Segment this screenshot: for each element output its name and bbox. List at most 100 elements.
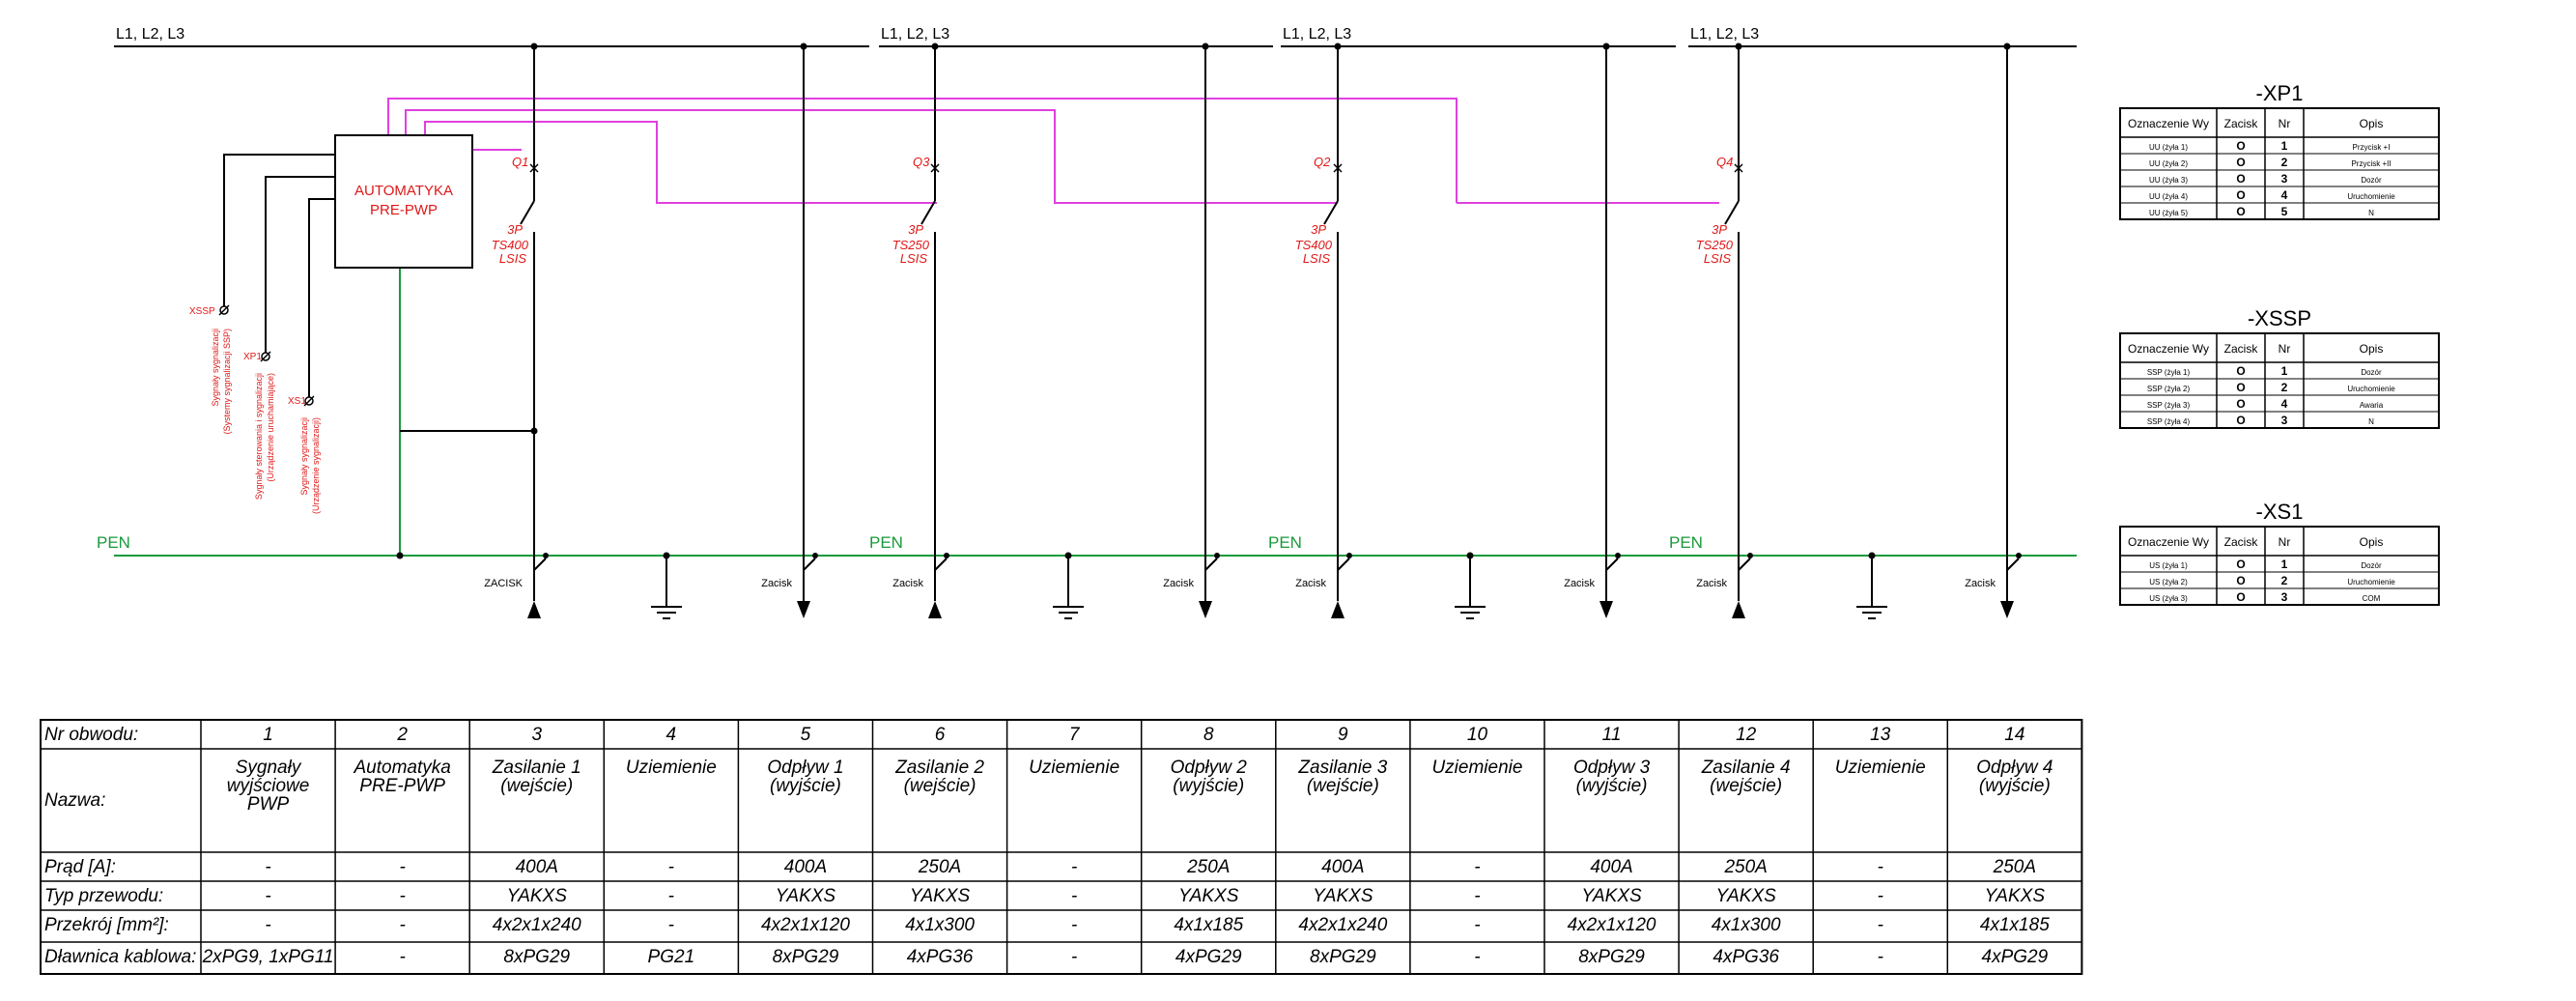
circuit-cell-cable-type: - <box>1071 886 1077 906</box>
side-table-cell: O <box>2236 364 2245 378</box>
circuit-cell-cable-type: - <box>399 886 405 906</box>
side-table-cell: 2 <box>2281 381 2288 394</box>
side-table-header: Nr <box>2279 535 2291 549</box>
terminal-label: Zacisk <box>1696 578 1727 589</box>
circuit-cell-cross-section: 4x1x185 <box>1980 915 2050 935</box>
terminal-arrow-down <box>1199 601 1212 618</box>
busbar-label: L1, L2, L3 <box>116 26 184 43</box>
junction-dot <box>2003 43 2011 50</box>
circuit-cell-current: 400A <box>516 857 558 877</box>
circuit-name: (wyjście) <box>1576 776 1648 796</box>
circuit-name: Zasilanie 3 <box>1297 758 1387 778</box>
circuit-cell-cross-section: - <box>399 915 405 935</box>
circuit-cell-current: 250A <box>918 857 961 877</box>
circuit-name: Uziemienie <box>1835 758 1926 778</box>
circuit-cell-current: - <box>265 857 270 877</box>
circuit-name: Automatyka <box>353 758 450 778</box>
junction-dot <box>1735 43 1742 50</box>
terminal-blade <box>1337 558 1350 571</box>
circuit-cell-gland: PG21 <box>648 947 695 967</box>
circuit-cell-current: - <box>1474 857 1480 877</box>
pen-label: PEN <box>869 533 903 552</box>
side-table-cell: 4 <box>2281 188 2288 202</box>
circuit-row-label: Dławnica kablowa: <box>44 947 196 967</box>
junction-dot <box>1615 553 1621 558</box>
circuit-cell-current: - <box>1878 857 1883 877</box>
side-table-header: Oznaczenie Wy <box>2128 117 2209 130</box>
circuit-cell-cross-section: 4x2x1x120 <box>1568 915 1656 935</box>
junction-dot <box>1602 43 1610 50</box>
breaker-trip: LSIS <box>1704 251 1732 266</box>
side-table-frame <box>2119 332 2440 429</box>
side-table-title: -XSSP <box>2248 306 2311 330</box>
circuit-name: Uziemienie <box>1431 758 1522 778</box>
side-table-cell: O <box>2236 397 2245 411</box>
side-table-header: Zacisk <box>2224 342 2259 356</box>
side-table-cell: O <box>2236 156 2245 169</box>
signal-wire-xs1 <box>308 198 335 398</box>
circuit-cell-cable-type: YAKXS <box>776 886 836 906</box>
circuit-number: 11 <box>1602 725 1622 745</box>
terminal-label: Zacisk <box>1163 578 1194 589</box>
side-table-cell: O <box>2236 558 2245 571</box>
circuit-name: (wyjście) <box>770 776 841 796</box>
circuit-row-label: Nazwa: <box>44 790 105 811</box>
breaker-id: Q1 <box>512 155 528 169</box>
breaker-blade <box>520 200 535 225</box>
side-table-header: Opis <box>2360 342 2384 356</box>
circuit-cell-cable-type: YAKXS <box>1313 886 1373 906</box>
side-table-cell: Przycisk +I <box>2353 143 2391 152</box>
circuit-cell-gland: 8xPG29 <box>773 947 839 967</box>
junction-dot <box>1202 43 1209 50</box>
circuit-cell-cross-section: 4x2x1x240 <box>493 915 581 935</box>
side-table-cell: O <box>2236 205 2245 218</box>
circuit-cell-cable-type: YAKXS <box>910 886 971 906</box>
circuit-cell-cross-section: 4x1x185 <box>1174 915 1243 935</box>
circuit-cell-gland: - <box>1474 947 1480 967</box>
junction-dot <box>931 43 939 50</box>
side-table-cell: Przycisk +II <box>2351 159 2391 168</box>
circuit-cell-gland: 8xPG29 <box>1310 947 1376 967</box>
side-table-cell: N <box>2368 209 2374 217</box>
terminal-arrow-down <box>797 601 810 618</box>
breaker-type: TS400 <box>1295 238 1333 252</box>
side-table-cell: US (żyła 3) <box>2149 594 2188 603</box>
side-table-cell: 3 <box>2281 590 2288 604</box>
breaker-type: TS400 <box>492 238 529 252</box>
breaker-blade <box>1724 200 1740 225</box>
terminal-label: ZACISK <box>484 578 523 589</box>
terminal-arrow-down <box>2000 601 2014 618</box>
signal-wire-xssp <box>223 154 335 307</box>
circuit-name: Odpływ 1 <box>767 758 843 778</box>
circuit-cell-current: 250A <box>1723 857 1767 877</box>
breaker-poles: 3P <box>507 222 523 237</box>
breaker-trip: LSIS <box>900 251 928 266</box>
side-table-cell: SSP (żyła 2) <box>2147 385 2191 393</box>
terminal-blade <box>934 558 948 571</box>
circuit-number: 1 <box>263 725 273 745</box>
connector-slash <box>303 395 315 407</box>
automation-label-line1: AUTOMATYKA <box>354 183 453 199</box>
circuit-number: 13 <box>1870 725 1891 745</box>
circuit-number: 9 <box>1338 725 1348 745</box>
signal-text-2a: Sygnały sterowania i sygnalizacji <box>254 373 264 500</box>
xp1-label: XP1 <box>243 352 262 362</box>
circuit-row-label: Prąd [A]: <box>44 857 116 877</box>
circuit-cell-current: 250A <box>1186 857 1230 877</box>
circuit-number: 12 <box>1736 725 1757 745</box>
side-table-cell: 3 <box>2281 414 2288 427</box>
circuit-row-label: Przekrój [mm²]: <box>44 915 169 935</box>
circuit-cell-gland: 4xPG29 <box>1175 947 1242 967</box>
circuit-cell-current: 400A <box>1590 857 1632 877</box>
terminal-arrow-down <box>1599 601 1613 618</box>
circuit-cell-cable-type: - <box>265 886 270 906</box>
side-table-cell: UU (żyła 4) <box>2149 192 2188 201</box>
circuit-cell-cross-section: - <box>1071 915 1077 935</box>
side-table-header: Zacisk <box>2224 117 2259 130</box>
junction-dot <box>2016 553 2022 558</box>
busbar-label: L1, L2, L3 <box>881 26 949 43</box>
control-wire-2 <box>405 109 1064 204</box>
circuit-number: 10 <box>1467 725 1488 745</box>
side-table-cell: Uruchomienie <box>2347 192 2395 201</box>
